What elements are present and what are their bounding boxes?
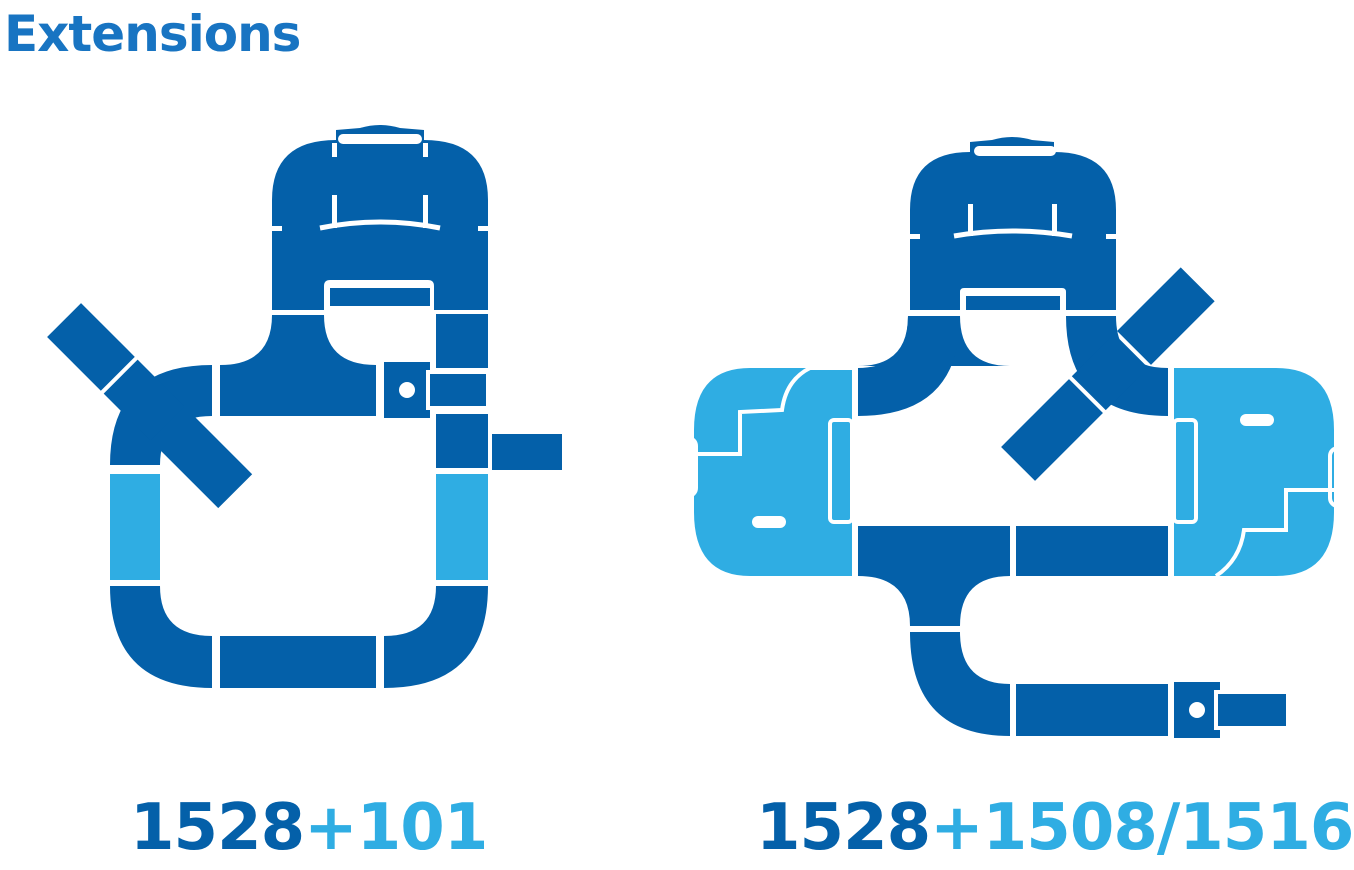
pod-tick bbox=[478, 226, 496, 231]
spur-track bbox=[492, 434, 562, 470]
t-junction bbox=[220, 315, 376, 416]
pod-tick bbox=[1106, 234, 1124, 239]
pod-tick bbox=[332, 195, 337, 228]
pod-tick bbox=[264, 226, 282, 231]
extension-marker bbox=[752, 516, 786, 528]
pod-tick bbox=[968, 204, 973, 236]
pod-divider bbox=[953, 228, 1073, 239]
straight-lower bbox=[1016, 684, 1168, 736]
pod-handle bbox=[338, 134, 422, 144]
layout-1528-101 bbox=[47, 125, 562, 688]
layout-1528-1508-1516 bbox=[678, 137, 1348, 738]
lower-t-junction bbox=[858, 576, 1010, 626]
straight-mid-left bbox=[858, 526, 1010, 576]
switch-lever bbox=[426, 370, 490, 410]
page-title: Extensions bbox=[4, 5, 301, 63]
pod-tick bbox=[1052, 204, 1057, 236]
straight-left-light bbox=[110, 474, 160, 580]
straight-right-upper bbox=[436, 314, 488, 368]
curve-bottom-right bbox=[384, 586, 488, 688]
extension-slot bbox=[1172, 418, 1198, 524]
pod-tick bbox=[902, 234, 920, 239]
caption-base: 1528 bbox=[756, 791, 931, 865]
extension-end bbox=[1328, 446, 1348, 508]
crossing-101 bbox=[47, 303, 253, 509]
station-pod bbox=[264, 125, 496, 310]
station-pod-right bbox=[902, 137, 1124, 310]
extension-pod-left bbox=[678, 366, 854, 576]
pod-slot bbox=[966, 296, 1060, 310]
curve-left-top bbox=[858, 316, 960, 416]
extension-rail bbox=[690, 366, 852, 456]
pod-tick bbox=[423, 195, 428, 228]
straight-mid-right bbox=[1016, 526, 1168, 576]
extension-slot bbox=[828, 418, 854, 524]
extension-rail bbox=[1214, 488, 1334, 578]
extension-marker bbox=[1240, 414, 1274, 426]
caption-extension: 1508/1516 bbox=[982, 791, 1354, 865]
switch-pin bbox=[1189, 702, 1205, 718]
caption-1528-1508-1516: 1528+1508/1516 bbox=[756, 786, 1354, 870]
crossing-right bbox=[1001, 267, 1215, 481]
caption-1528-101: 1528+101 bbox=[130, 786, 489, 870]
caption-plus: + bbox=[304, 791, 358, 865]
extension-end bbox=[678, 436, 698, 498]
extension-pod-right bbox=[1172, 368, 1348, 578]
caption-base: 1528 bbox=[130, 791, 305, 865]
caption-plus: + bbox=[930, 791, 984, 865]
pod-handle bbox=[974, 146, 1056, 156]
switch-lever bbox=[1214, 690, 1290, 730]
straight-right-light bbox=[436, 474, 488, 580]
switch-pin bbox=[399, 382, 415, 398]
curve-lower bbox=[910, 632, 1010, 736]
curve-bottom-left bbox=[110, 586, 212, 688]
caption-extension: 101 bbox=[356, 791, 489, 865]
pod-tick bbox=[332, 143, 337, 157]
straight-bottom bbox=[220, 636, 376, 688]
pod-slot bbox=[330, 288, 430, 306]
pod-tick bbox=[423, 143, 428, 157]
straight-right-mid bbox=[436, 414, 488, 468]
